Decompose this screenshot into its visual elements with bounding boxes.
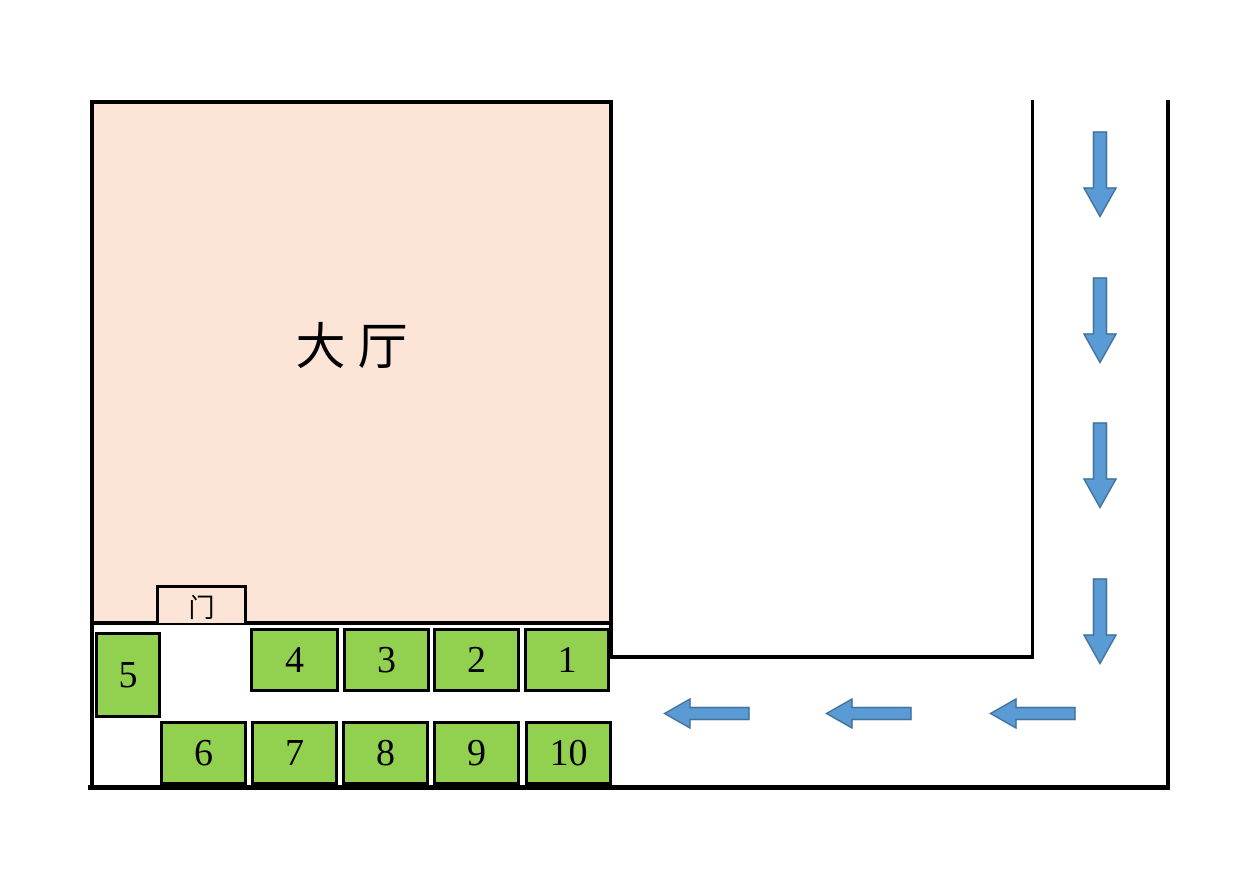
hall-room: 大厅 xyxy=(90,100,613,625)
down-arrow-4 xyxy=(1083,578,1117,665)
booth-8-label: 8 xyxy=(376,732,395,774)
booth-2-label: 2 xyxy=(467,639,486,681)
left-arrow-3 xyxy=(663,698,750,729)
booth-3: 3 xyxy=(343,628,430,692)
down-arrow-2 xyxy=(1083,277,1117,364)
booth-10: 10 xyxy=(525,721,612,785)
booth-6: 6 xyxy=(160,721,247,785)
booth-9: 9 xyxy=(433,721,520,785)
booth-6-label: 6 xyxy=(194,732,213,774)
booth-4-label: 4 xyxy=(285,639,304,681)
booth-10-label: 10 xyxy=(549,732,588,774)
booth-7: 7 xyxy=(251,721,338,785)
door: 门 xyxy=(156,585,247,623)
booth-9-label: 9 xyxy=(467,732,486,774)
booth-1-label: 1 xyxy=(557,639,577,681)
left-arrow-1 xyxy=(989,698,1076,729)
door-label: 门 xyxy=(188,594,215,623)
booth-8: 8 xyxy=(342,721,429,785)
left-lower-wall xyxy=(90,621,94,790)
booth-5-label: 5 xyxy=(118,654,138,696)
hall-label: 大厅 xyxy=(295,318,420,375)
corridor-inner-wall xyxy=(1031,100,1034,659)
left-arrow-2 xyxy=(825,698,912,729)
booth-5: 5 xyxy=(95,632,161,718)
booth-7-label: 7 xyxy=(285,732,304,774)
hall-right-extension-wall xyxy=(609,623,613,659)
booth-3-label: 3 xyxy=(377,639,396,681)
booth-4: 4 xyxy=(250,628,339,692)
booth-2: 2 xyxy=(433,628,520,692)
corridor-outer-wall xyxy=(1166,100,1170,790)
down-arrow-1 xyxy=(1083,131,1117,218)
down-arrow-3 xyxy=(1083,422,1117,509)
bottom-wall xyxy=(88,785,1170,790)
corridor-top-wall xyxy=(609,655,1034,659)
booth-1: 1 xyxy=(524,628,610,692)
